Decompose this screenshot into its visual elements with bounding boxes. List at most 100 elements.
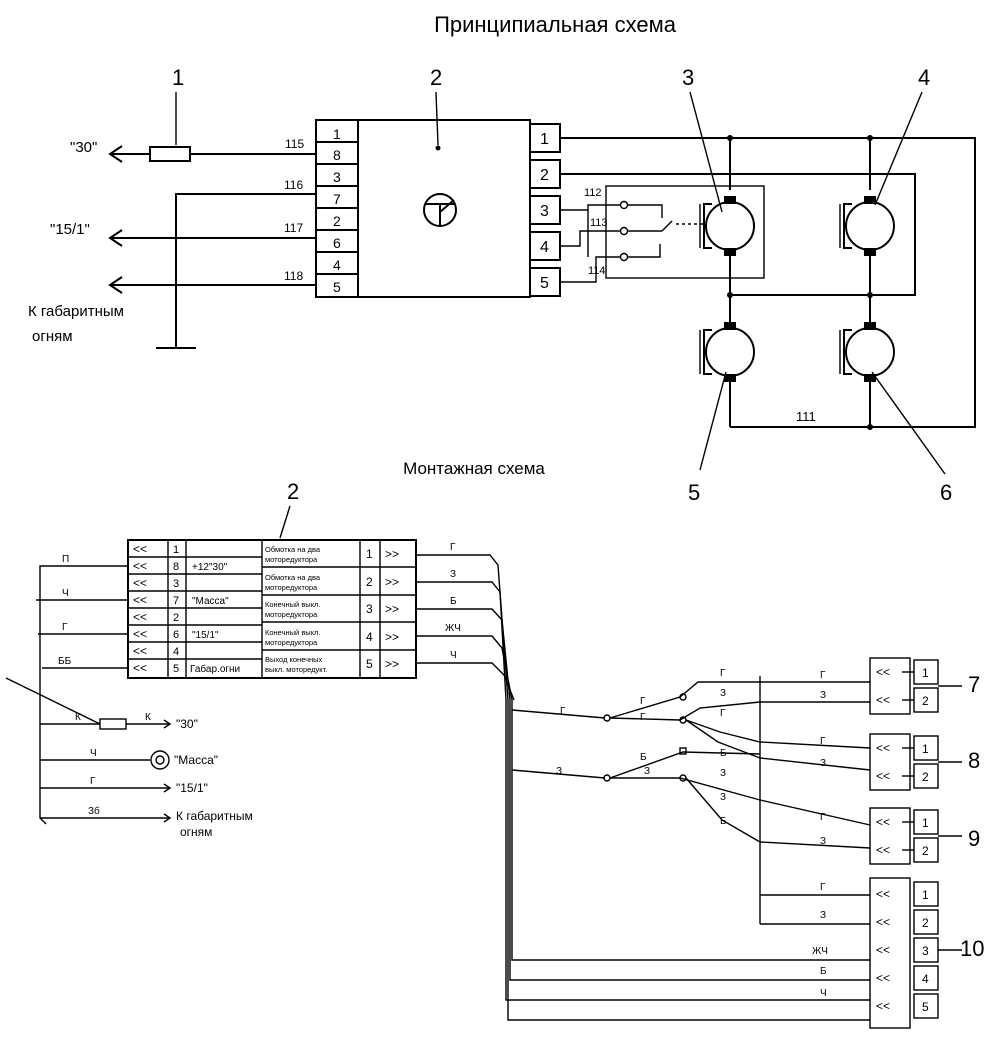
callout-2: 2 — [430, 65, 442, 90]
wiring-left-sockets: << << << << << << << << — [133, 542, 147, 675]
svg-text:<<: << — [133, 627, 147, 641]
wr-pin-4: 4 — [366, 630, 373, 644]
harness-letter-8: Б — [640, 752, 647, 763]
lights-label-line1: К габаритным — [28, 303, 124, 320]
wiring-lights-line2: огням — [180, 825, 212, 839]
svg-text:>>: >> — [385, 630, 399, 644]
plug9-letter-g: Г — [820, 812, 826, 823]
limit-switch-icon — [619, 200, 704, 262]
svg-text:>>: >> — [385, 657, 399, 671]
harness-letter-1: Г — [560, 706, 566, 717]
harness-letter-11: З — [720, 768, 726, 779]
callout-6: 6 — [940, 480, 952, 505]
callout-10: 10 — [960, 936, 984, 961]
plug10-pin5: 5 — [922, 1000, 929, 1014]
plug8-pin2: 2 — [922, 770, 929, 784]
left-wire-g: Г — [62, 622, 68, 633]
plug9-pin2: 2 — [922, 844, 929, 858]
svg-text:<<: << — [133, 542, 147, 556]
plug10-letter-3: ЖЧ — [812, 946, 828, 957]
lights-label-line2: огням — [32, 328, 73, 345]
relay-pin-7: 7 — [333, 191, 341, 207]
plug10-letter-5: Ч — [820, 988, 827, 999]
wire-out-ch: Ч — [450, 650, 457, 661]
wire-out-g: Г — [450, 542, 456, 553]
relay-out-5: 5 — [540, 275, 549, 292]
plug8-pin1: 1 — [922, 742, 929, 756]
svg-text:>>: >> — [385, 575, 399, 589]
wm-label-2a: Обмотка на два — [265, 573, 321, 582]
svg-text:<<: << — [133, 559, 147, 573]
plug7-letter-g: Г — [820, 670, 826, 681]
wiring-harness-out — [416, 554, 870, 1021]
wire-118-label: 118 — [284, 269, 303, 283]
callout-4-leader — [874, 91, 923, 206]
wiring-left-bundle — [5, 565, 172, 825]
relay-left-pins: 1 8 3 7 2 6 4 5 — [316, 126, 358, 295]
fuse-icon — [149, 146, 191, 162]
svg-text:<<: << — [876, 693, 890, 707]
wl-pin-4: 4 — [173, 646, 179, 658]
callout-7: 7 — [968, 672, 980, 697]
svg-text:<<: << — [876, 741, 890, 755]
harness-letter-6: З — [720, 688, 726, 699]
harness-letter-12: З — [720, 792, 726, 803]
motor-6-icon — [839, 322, 895, 382]
wire-out-z: З — [450, 569, 456, 580]
relay-pin-3: 3 — [333, 169, 341, 185]
plug7-pin2: 2 — [922, 694, 929, 708]
svg-text:<<: << — [133, 644, 147, 658]
svg-text:<<: << — [876, 971, 890, 985]
relay-pin-2: 2 — [333, 213, 341, 229]
wl-pin-5: 5 — [173, 663, 179, 675]
callout-9: 9 — [968, 826, 980, 851]
motor-3-icon — [699, 196, 755, 256]
wire-115-label: 115 — [285, 137, 304, 151]
harness-letter-3: Г — [640, 712, 646, 723]
plug-7: << << 1 2 — [869, 657, 962, 715]
wm-label-2b: моторедуктора — [265, 583, 318, 592]
wm-label-4a: Конечный выкл. — [265, 628, 321, 637]
relay-pin-1: 1 — [333, 126, 341, 142]
harness-letter-2: Г — [640, 696, 646, 707]
wl-label-30: +12"30" — [192, 562, 228, 573]
mass-icon — [150, 750, 170, 770]
wr-pin-5: 5 — [366, 657, 373, 671]
plug10-pin2: 2 — [922, 916, 929, 930]
left-letter-k2: К — [145, 712, 151, 723]
callout-2-wiring: 2 — [287, 479, 299, 504]
relay-out-2: 2 — [540, 167, 549, 184]
left-wire-ch: Ч — [62, 588, 69, 599]
svg-text:<<: << — [876, 665, 890, 679]
wl-pin-6: 6 — [173, 629, 179, 641]
wm-label-4b: моторедуктора — [265, 638, 318, 647]
plug8-letter-g: Г — [820, 736, 826, 747]
svg-text:<<: << — [133, 610, 147, 624]
harness-letter-9: Б — [720, 748, 727, 759]
callout-8: 8 — [968, 748, 980, 773]
svg-text:>>: >> — [385, 547, 399, 561]
relay-out-4: 4 — [540, 239, 549, 256]
wire-15-1 — [108, 229, 316, 247]
wire-117-label: 117 — [284, 221, 303, 235]
svg-text:<<: << — [133, 576, 147, 590]
callout-3-leader — [689, 91, 723, 213]
relay-out-1: 1 — [540, 131, 549, 148]
wire-114-label: 114 — [588, 265, 606, 277]
relay-pin-6: 6 — [333, 235, 341, 251]
plug-8: << << 1 2 — [869, 733, 962, 791]
plug7-pin1: 1 — [922, 666, 929, 680]
callout-6-leader — [871, 371, 946, 475]
callout-4: 4 — [918, 65, 930, 90]
svg-text:<<: << — [133, 593, 147, 607]
plug10-pin1: 1 — [922, 888, 929, 902]
wl-pin-8: 8 — [173, 561, 179, 573]
wl-pin-7: 7 — [173, 595, 179, 607]
left-letter-ch: Ч — [90, 748, 97, 759]
harness-letter-4: Г — [720, 668, 726, 679]
plug9-pin1: 1 — [922, 816, 929, 830]
wire-out-b: Б — [450, 596, 457, 607]
wl-pin-2: 2 — [173, 612, 179, 624]
wire-30 — [108, 145, 316, 163]
